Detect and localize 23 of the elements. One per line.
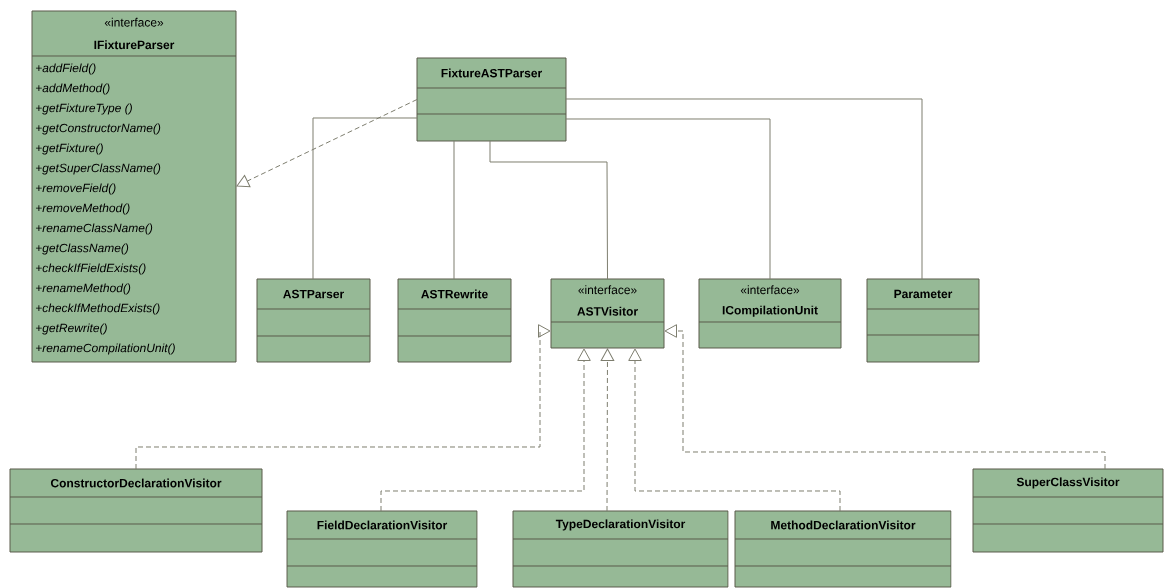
realization-arrow: [236, 99, 418, 188]
association-line: [565, 98, 923, 280]
class-box: «interface» ASTVisitor: [550, 278, 665, 349]
class-box: «interface» IFixtureParser +addField() +addMethod() +getFixtureType () +getConstructorName() +getFixture() +getSuperClassName() +removeField() +removeMethod() +renameClassName() +getClassName() +checkIfFieldExists() +renameMethod() +checkIfMethodExists() +getRewrite() +renameCompilationUnit(): [31, 10, 237, 363]
class-box: ConstructorDeclarationVisitor: [9, 468, 263, 553]
realization-arrow: [664, 324, 1106, 470]
realization-arrow: [600, 348, 615, 512]
association-line: [453, 140, 455, 280]
association-line: [565, 118, 771, 280]
class-box: ASTParser: [256, 278, 371, 363]
realization-arrow: [628, 348, 841, 512]
class-box: «interface» ICompilationUnit: [698, 278, 842, 349]
realization-arrow: [135, 324, 551, 470]
class-box: Parameter: [866, 278, 980, 363]
realization-arrow: [380, 348, 591, 512]
class-box: ASTRewrite: [397, 278, 512, 363]
association-line: [312, 117, 418, 280]
class-box: FixtureASTParser: [416, 57, 567, 142]
class-box: TypeDeclarationVisitor: [512, 510, 729, 588]
association-line: [489, 140, 608, 280]
class-box: SuperClassVisitor: [972, 468, 1164, 553]
class-box: FieldDeclarationVisitor: [286, 510, 478, 588]
class-box: MethodDeclarationVisitor: [734, 510, 952, 588]
